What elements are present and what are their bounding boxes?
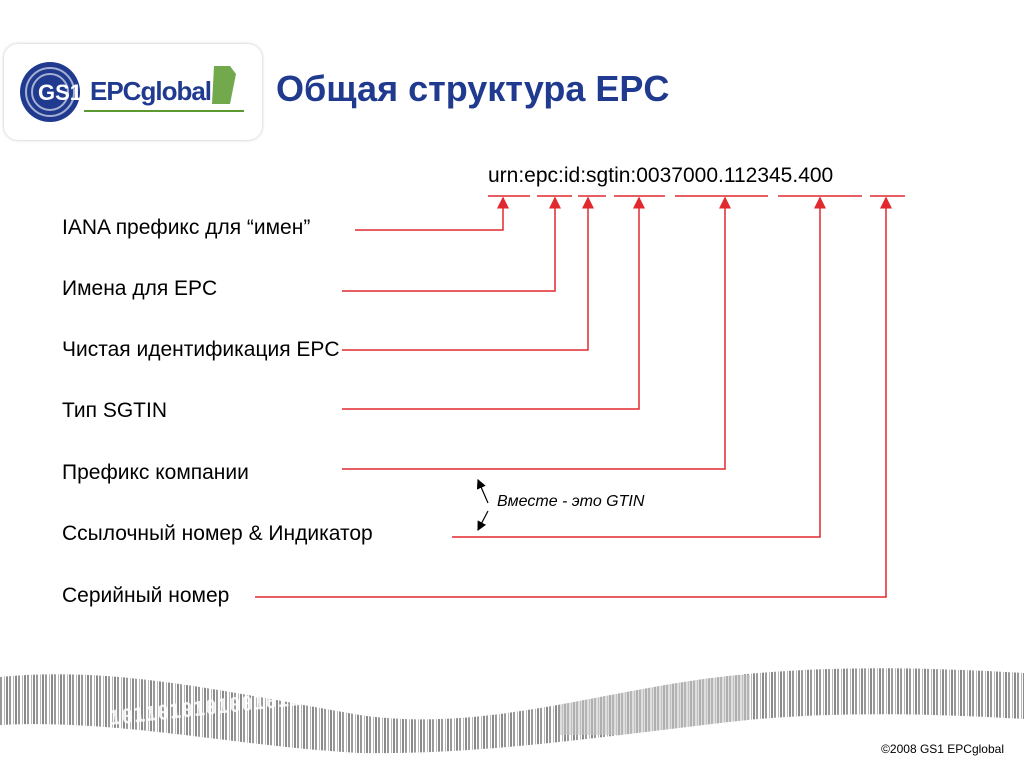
connector-iana-prefix	[355, 198, 503, 230]
gtin-arrow-down	[478, 511, 488, 530]
decorative-barcode-band: 1011010101001011	[0, 655, 1024, 755]
connector-company-prefix	[342, 198, 725, 469]
connector-epc-names	[342, 198, 555, 291]
copyright-text: ©2008 GS1 EPCglobal	[881, 742, 1004, 756]
connector-pure-identity	[342, 198, 588, 350]
datamatrix-block	[560, 675, 750, 735]
gtin-arrow-up	[478, 480, 488, 503]
connector-item-reference	[452, 198, 820, 537]
